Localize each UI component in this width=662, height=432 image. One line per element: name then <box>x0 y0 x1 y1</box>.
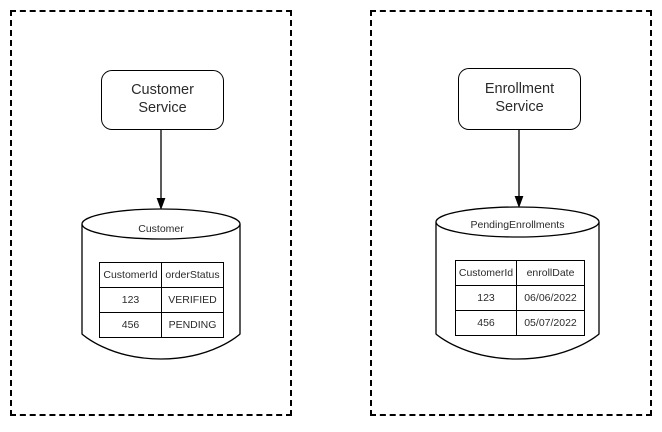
customer-service-node[interactable]: Customer Service <box>101 70 224 130</box>
cell-orderstatus: PENDING <box>161 312 224 338</box>
arrow-enrollment-service-to-db <box>512 130 526 210</box>
column-header-customerid: CustomerId <box>455 260 517 286</box>
table-header-row: CustomerId enrollDate <box>455 260 585 286</box>
table-row: 456 PENDING <box>99 312 224 338</box>
cell-enrolldate: 05/07/2022 <box>516 310 585 336</box>
table-row: 123 VERIFIED <box>99 287 224 313</box>
column-header-customerid: CustomerId <box>99 262 162 288</box>
enrollment-service-label: Enrollment Service <box>484 81 555 115</box>
cell-orderstatus: VERIFIED <box>161 287 224 313</box>
pending-enrollments-database-label: PendingEnrollments <box>470 219 565 231</box>
boundary-panel-left <box>10 10 292 416</box>
table-header-row: CustomerId orderStatus <box>99 262 224 288</box>
cell-enrolldate: 06/06/2022 <box>516 285 585 311</box>
arrow-customer-service-to-db <box>154 130 168 212</box>
table-row: 456 05/07/2022 <box>455 310 585 336</box>
customer-table: CustomerId orderStatus 123 VERIFIED 456 … <box>99 262 224 338</box>
column-header-enrolldate: enrollDate <box>516 260 585 286</box>
cell-customerid: 456 <box>99 312 162 338</box>
boundary-panel-right <box>370 10 652 416</box>
enrollment-service-node[interactable]: Enrollment Service <box>458 68 581 130</box>
customer-service-label: Customer Service <box>131 82 194 116</box>
table-row: 123 06/06/2022 <box>455 285 585 311</box>
pending-enrollments-table: CustomerId enrollDate 123 06/06/2022 456… <box>455 260 585 336</box>
cell-customerid: 123 <box>99 287 162 313</box>
cell-customerid: 123 <box>455 285 517 311</box>
cell-customerid: 456 <box>455 310 517 336</box>
customer-database-label: Customer <box>138 223 184 235</box>
column-header-orderstatus: orderStatus <box>161 262 224 288</box>
